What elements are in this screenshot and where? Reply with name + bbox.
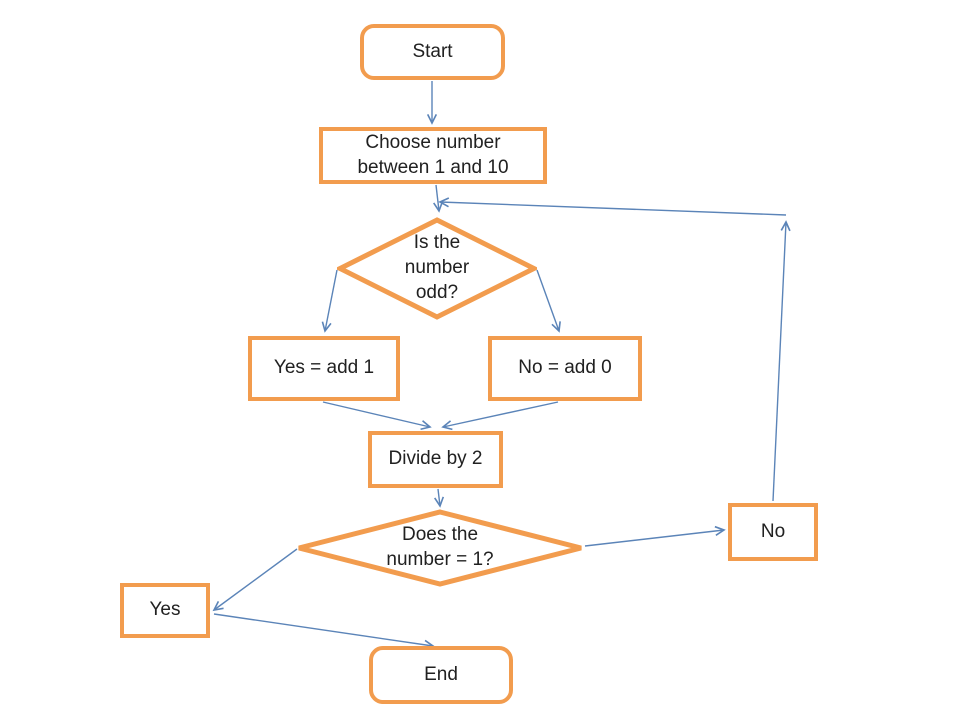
connector-isodd-to-noadd0	[536, 269, 561, 333]
node-equals-one-label: Does the number = 1?	[386, 524, 494, 570]
flowchart-node-no-add-0: No = add 0	[488, 336, 642, 401]
node-no-loop-label: No	[760, 520, 786, 542]
flowchart-node-yes-branch: Yes	[120, 583, 210, 638]
flowchart-node-choose-number: Choose number between 1 and 10	[319, 127, 547, 184]
flowchart-node-no-loop: No	[728, 503, 818, 561]
node-choose-number-label: Choose number between 1 and 10	[357, 131, 509, 178]
flowchart-node-divide-by-2: Divide by 2	[368, 431, 503, 488]
connector-isodd-to-yesadd1	[321, 269, 338, 333]
flowchart-node-is-odd: Is the number odd?	[337, 217, 537, 320]
node-yes-branch-label: Yes	[149, 599, 181, 621]
flowchart-node-end: End	[369, 646, 513, 704]
node-is-odd-label: Is the number odd?	[404, 232, 470, 303]
node-end-label: End	[424, 663, 458, 685]
connector-equalsone-to-yes	[212, 548, 298, 612]
flowchart-node-equals-one: Does the number = 1?	[296, 509, 584, 587]
connector-noadd0-to-divide	[441, 401, 559, 431]
connector-loop-to-isodd	[438, 197, 787, 216]
diamond-shape	[298, 509, 582, 587]
flowchart-node-yes-add-1: Yes = add 1	[248, 336, 400, 401]
connector-no-up-segment	[772, 220, 791, 502]
connector-yesadd1-to-divide	[322, 401, 432, 431]
connector-choose-to-isodd	[433, 184, 444, 213]
flowchart-node-start: Start	[360, 24, 505, 80]
connector-equalsone-to-no	[584, 525, 726, 547]
node-no-add-0-label: No = add 0	[518, 357, 612, 379]
connector-divide-to-equalsone	[434, 488, 445, 508]
connector-yes-to-end	[213, 613, 435, 650]
node-yes-add-1-label: Yes = add 1	[273, 357, 375, 379]
node-start-label: Start	[412, 40, 453, 62]
diamond-shape	[337, 217, 537, 320]
node-divide-by-2-label: Divide by 2	[388, 448, 483, 470]
